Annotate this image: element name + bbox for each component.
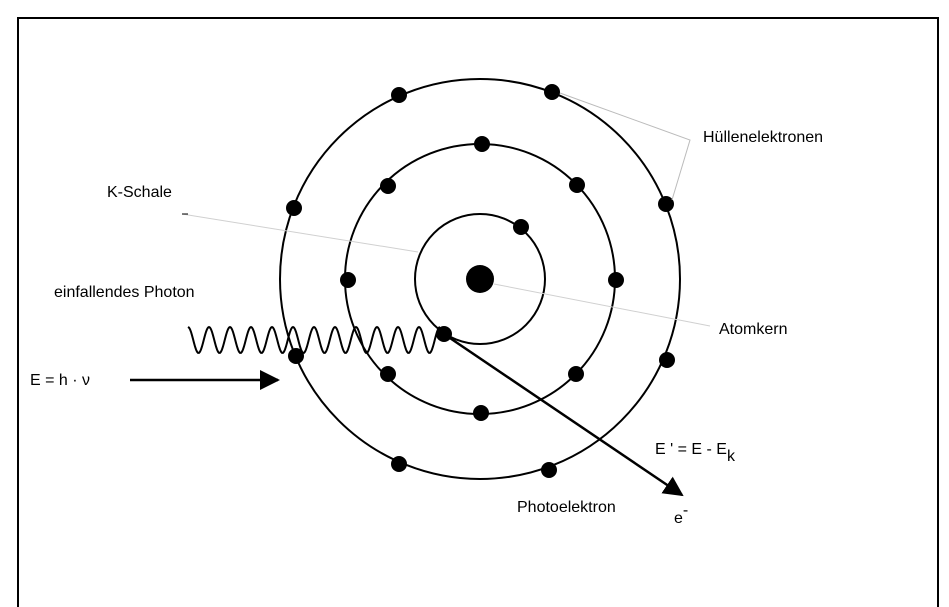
- electron-energy-label: E ' = E - Ek: [655, 441, 736, 465]
- electron-energy-main: E ' = E - E: [655, 441, 727, 458]
- atom-nucleus: [466, 265, 494, 293]
- l-shell-electron: [380, 366, 396, 382]
- photon-energy-label: E = h · ν: [30, 372, 90, 389]
- electron-symbol-label: e-: [674, 502, 688, 527]
- photoelectron-label: Photoelektron: [517, 499, 616, 516]
- l-shell-electron: [380, 178, 396, 194]
- m-shell-electron: [544, 84, 560, 100]
- l-shell-electron: [340, 272, 356, 288]
- incident-photon-label: einfallendes Photon: [54, 284, 195, 301]
- l-shell-electron: [473, 405, 489, 421]
- k-shell-leader: [181, 213, 419, 253]
- diagram-border: [17, 17, 939, 607]
- shell-electrons-leader: [559, 92, 691, 201]
- electron-charge: -: [683, 502, 688, 519]
- l-shell-electron: [569, 177, 585, 193]
- shell-m-orbit: [279, 78, 681, 480]
- nucleus-leader: [493, 283, 711, 327]
- m-shell-electron: [286, 200, 302, 216]
- l-shell-electron: [608, 272, 624, 288]
- l-shell-electron: [568, 366, 584, 382]
- shell-electrons-label: Hüllenelektronen: [703, 129, 823, 146]
- m-shell-electron: [659, 352, 675, 368]
- m-shell-electron: [391, 87, 407, 103]
- shell-k-orbit: [414, 213, 546, 345]
- electron-energy-subscript: k: [727, 448, 736, 465]
- l-shell-electron: [474, 136, 490, 152]
- m-shell-electron: [288, 348, 304, 364]
- m-shell-electron: [541, 462, 557, 478]
- k-shell-electron: [513, 219, 529, 235]
- incident-photon-wave: [187, 325, 441, 354]
- photoelectron-trajectory-arrow: [443, 332, 684, 497]
- k-shell-label: K-Schale: [107, 184, 172, 201]
- m-shell-electron: [391, 456, 407, 472]
- nucleus-label: Atomkern: [719, 321, 787, 338]
- electron-symbol: e: [674, 510, 683, 527]
- m-shell-electron: [658, 196, 674, 212]
